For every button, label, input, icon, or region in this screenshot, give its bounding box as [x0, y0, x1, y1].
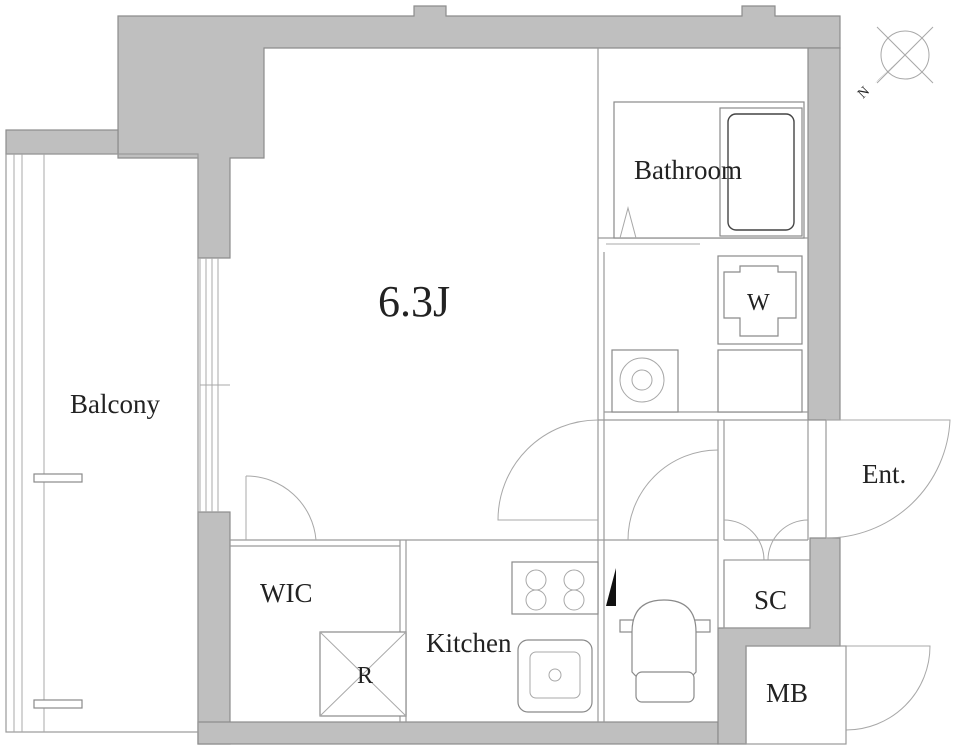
wall-balcony-top: [5, 129, 119, 155]
washer-area: [717, 255, 803, 413]
compass-north-label: N: [855, 84, 873, 102]
shoe-closet: [723, 559, 811, 629]
wall-bottom: [197, 721, 719, 745]
wall-right-lower: [717, 537, 841, 745]
balcony: [5, 153, 199, 733]
area-label: 6.3J: [378, 277, 450, 326]
washer-label: W: [747, 290, 770, 316]
shoe-closet-label: SC: [754, 585, 787, 615]
wall-left-lower: [197, 511, 231, 745]
entrance-label: Ent.: [862, 459, 906, 489]
wic-label: WIC: [260, 578, 312, 608]
meter-box: [745, 645, 847, 745]
meter-box-label: MB: [766, 678, 808, 708]
compass: N: [855, 26, 934, 102]
toilet: [606, 568, 711, 703]
kitchen-label: Kitchen: [426, 628, 512, 658]
washbasin: [611, 349, 679, 413]
wall-right-upper: [807, 47, 841, 421]
balcony-window: [199, 258, 230, 512]
bathroom-fixtures: [606, 101, 805, 245]
doors: [245, 419, 951, 731]
kitchen-fixtures: [511, 561, 599, 713]
refrigerator: [319, 631, 407, 717]
refrigerator-label: R: [357, 663, 373, 689]
walls: [5, 5, 841, 745]
bathroom-label: Bathroom: [634, 155, 742, 185]
balcony-label: Balcony: [70, 389, 160, 419]
